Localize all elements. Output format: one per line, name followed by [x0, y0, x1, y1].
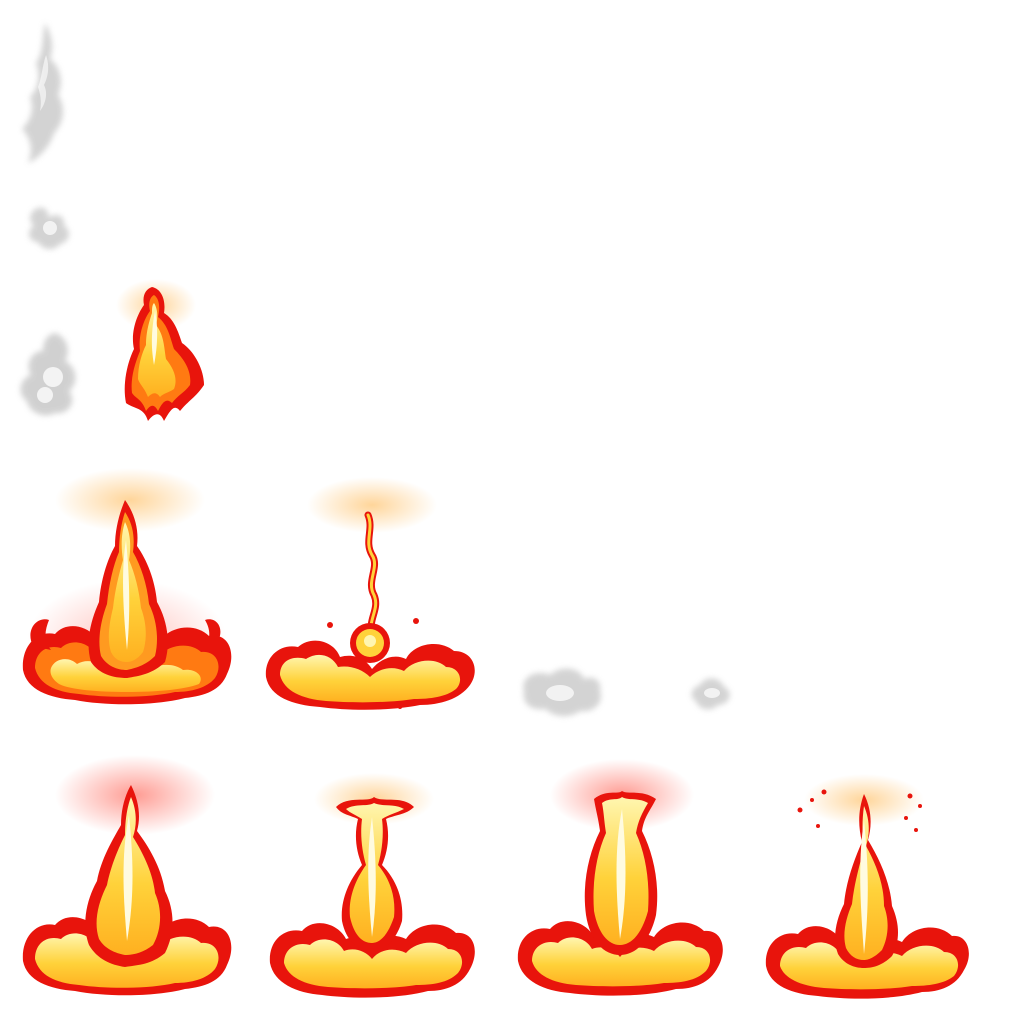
smoke-puff — [15, 325, 90, 420]
smoke-wisp-small — [20, 200, 80, 255]
smoke-ring-ground — [510, 655, 740, 725]
fire-pillar-full — [15, 468, 240, 720]
fire-pillar-rise-2 — [262, 765, 482, 1010]
smoke-wisp-tall — [10, 15, 80, 170]
fire-pillar-rise-3 — [510, 755, 730, 1010]
fire-pillar-rise-1 — [15, 755, 240, 1010]
fire-pillar-fading — [260, 475, 485, 720]
fire-pillar-rise-4 — [760, 770, 975, 1010]
flame-spark-small — [108, 265, 223, 430]
